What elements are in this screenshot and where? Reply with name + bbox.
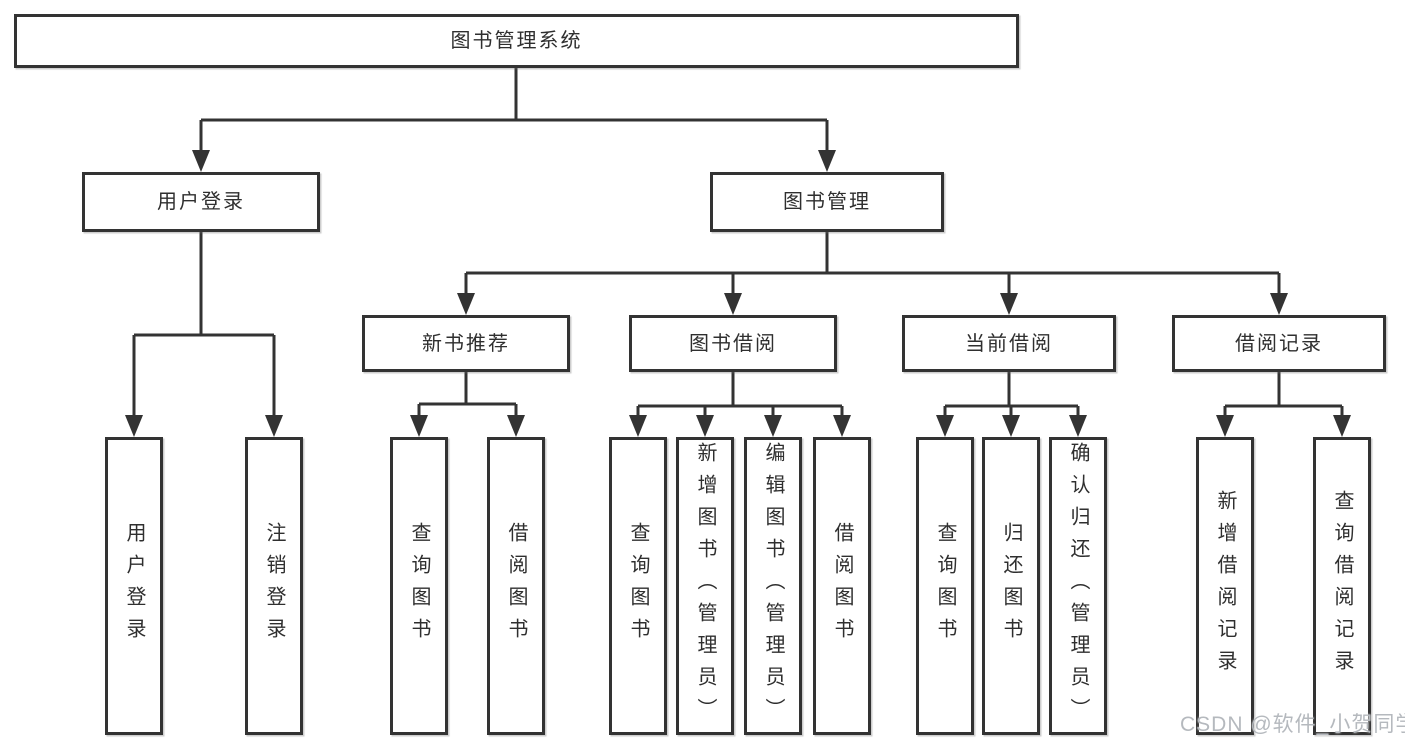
node-label: 查询图书	[627, 522, 649, 650]
node-label: 新书推荐	[422, 332, 510, 355]
leaf-query-borrow-record: 查询借阅记录	[1313, 437, 1371, 735]
leaf-return-book: 归还图书	[982, 437, 1040, 735]
node-label: 图书管理系统	[450, 30, 583, 52]
node-label: 注销登录	[263, 522, 285, 650]
node-label: 归还图书	[1000, 522, 1022, 650]
leaf-logout: 注销登录	[245, 437, 303, 735]
leaf-add-borrow-record: 新增借阅记录	[1196, 437, 1254, 735]
node-label: 借阅记录	[1235, 332, 1323, 355]
node-label: 图书借阅	[689, 332, 777, 355]
node-label: 查询图书	[934, 522, 956, 650]
node-library-management-system: 图书管理系统	[14, 14, 1019, 68]
node-label: 当前借阅	[965, 332, 1053, 355]
leaf-query-books-recommend: 查询图书	[390, 437, 448, 735]
node-user-login: 用户登录	[82, 172, 320, 232]
node-label: 查询借阅记录	[1331, 490, 1353, 682]
node-label: 借阅图书	[831, 522, 853, 650]
leaf-edit-book-admin: 编辑图书（管理员）	[744, 437, 802, 735]
node-book-management: 图书管理	[710, 172, 944, 232]
node-borrow-records: 借阅记录	[1172, 315, 1386, 372]
leaf-borrow-books-recommend: 借阅图书	[487, 437, 545, 735]
leaf-borrow-books: 借阅图书	[813, 437, 871, 735]
node-label: 查询图书	[408, 522, 430, 650]
node-label: 用户登录	[157, 191, 245, 213]
node-label: 图书管理	[783, 191, 871, 213]
leaf-query-books-borrow: 查询图书	[609, 437, 667, 735]
node-label: 编辑图书（管理员）	[762, 442, 784, 730]
leaf-add-book-admin: 新增图书（管理员）	[676, 437, 734, 735]
node-current-borrow: 当前借阅	[902, 315, 1116, 372]
node-new-book-recommend: 新书推荐	[362, 315, 570, 372]
node-label: 确认归还（管理员）	[1067, 442, 1089, 730]
node-label: 新增图书（管理员）	[694, 442, 716, 730]
node-book-borrow: 图书借阅	[629, 315, 837, 372]
node-label: 用户登录	[123, 522, 145, 650]
leaf-query-books-current: 查询图书	[916, 437, 974, 735]
csdn-watermark: CSDN @软件_小贺同学	[1180, 713, 1405, 736]
node-label: 新增借阅记录	[1214, 490, 1236, 682]
leaf-user-login: 用户登录	[105, 437, 163, 735]
node-label: 借阅图书	[505, 522, 527, 650]
leaf-confirm-return-admin: 确认归还（管理员）	[1049, 437, 1107, 735]
